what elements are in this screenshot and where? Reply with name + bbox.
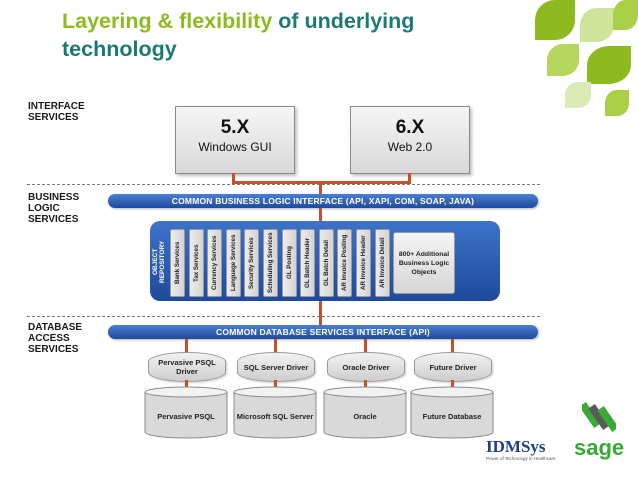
database-cylinder: Microsoft SQL Server	[233, 386, 317, 440]
gui-label: Windows GUI	[198, 140, 272, 154]
service-label: Currency Services	[211, 235, 219, 291]
business-logic-interface-bar: COMMON BUSINESS LOGIC INTERFACE (API, XA…	[108, 194, 538, 208]
label-line: SERVICES	[28, 112, 79, 123]
service-tile: GL Batch Detail	[318, 229, 334, 297]
database-icon	[410, 386, 494, 439]
connector	[274, 380, 277, 390]
title-highlight: Layering & flexibility	[62, 9, 273, 33]
connector	[364, 380, 367, 390]
service-tile: Bank Services	[170, 229, 185, 297]
driver-box: Pervasive PSQL Driver	[148, 352, 226, 382]
idmsys-wordmark: IDMSys	[486, 437, 546, 456]
connector	[185, 339, 188, 353]
service-label: GL Batch Detail	[322, 240, 330, 286]
business-logic-services-label: BUSINESS LOGIC SERVICES	[28, 192, 79, 225]
connector	[451, 339, 454, 353]
label-line: DATABASE	[28, 322, 83, 333]
version: 5.X	[220, 117, 250, 138]
database-services-interface-bar: COMMON DATABASE SERVICES INTERFACE (API)	[108, 325, 538, 339]
sage-mark-icon	[579, 400, 619, 436]
connector	[319, 208, 322, 222]
database-label: Future Database	[422, 411, 482, 421]
database-icon	[144, 386, 228, 439]
service-label: GL Batch Header	[304, 237, 312, 289]
service-label: AR Invoice Posting	[341, 234, 349, 292]
windows-gui-box: 5.X Windows GUI	[175, 106, 295, 174]
database-cylinder: Pervasive PSQL	[144, 386, 228, 440]
database-access-services-label: DATABASE ACCESS SERVICES	[28, 322, 82, 355]
label-line: SERVICES	[28, 344, 79, 355]
database-cylinder: Oracle	[323, 386, 407, 440]
service-label: GL Posting	[285, 246, 293, 280]
label-line: BUSINESS	[28, 192, 80, 203]
database-label: Oracle	[353, 411, 377, 421]
idmsys-tagline: Power of Technology in Healthcare	[486, 456, 556, 461]
service-tile: AR Invoice Posting	[337, 229, 353, 297]
object-repository-label: OBJECT REPOSITORY	[152, 240, 166, 284]
connector	[319, 181, 322, 195]
database-icon	[233, 386, 317, 439]
divider	[27, 184, 540, 185]
interface-services-label: INTERFACE SERVICES	[28, 101, 85, 123]
service-label: Tax Services	[192, 244, 200, 282]
label-line: SERVICES	[28, 214, 79, 225]
divider	[27, 316, 540, 317]
service-tile: GL Posting	[281, 229, 297, 297]
service-label: Scheduling Services	[267, 232, 274, 294]
service-tile: Language Services	[225, 229, 241, 297]
service-tile: Tax Services	[188, 229, 204, 297]
service-label: Language Services	[229, 234, 237, 292]
database-cylinder: Future Database	[410, 386, 494, 440]
service-label: Security Services	[248, 237, 256, 289]
idmsys-logo: IDMSys Power of Technology in Healthcare	[486, 438, 564, 468]
sage-logo: sage	[574, 400, 628, 470]
driver-box: Oracle Driver	[327, 352, 405, 382]
connector	[185, 380, 188, 390]
connector	[319, 301, 322, 326]
label-line: INTERFACE	[28, 101, 85, 112]
database-icon	[323, 386, 407, 439]
service-tile: Scheduling Services	[263, 229, 278, 297]
service-label: AR Invoice Detail	[378, 237, 386, 289]
driver-box: SQL Server Driver	[237, 352, 315, 382]
service-tile: AR Invoice Detail	[374, 229, 390, 297]
service-tile: Currency Services	[207, 229, 223, 297]
label-line: LOGIC	[28, 203, 60, 214]
connector	[364, 339, 367, 353]
version: 6.X	[395, 117, 425, 138]
service-tile: GL Batch Header	[300, 229, 316, 297]
database-label: Pervasive PSQL	[157, 411, 215, 421]
service-label: AR Invoice Header	[360, 235, 367, 291]
driver-box: Future Driver	[414, 352, 492, 382]
leaf-decoration-icon	[525, 0, 638, 120]
connector	[451, 380, 454, 390]
connector	[408, 173, 411, 183]
title-rest: of underlying technology	[62, 9, 415, 61]
label-line: ACCESS	[28, 333, 70, 344]
connector	[274, 339, 277, 353]
service-tile: Security Services	[244, 229, 260, 297]
service-tile: AR Invoice Header	[356, 229, 371, 297]
slide-title: Layering & flexibility of underlying tec…	[62, 7, 532, 63]
gui-label: Web 2.0	[387, 140, 433, 154]
service-label: Bank Services	[174, 241, 181, 285]
additional-objects-box: 800+ Additional Business Logic Objects	[393, 232, 455, 294]
web-gui-box: 6.X Web 2.0	[350, 106, 470, 174]
sage-wordmark: sage	[574, 435, 625, 460]
database-label: Microsoft SQL Server	[236, 411, 314, 421]
connector	[232, 173, 235, 183]
